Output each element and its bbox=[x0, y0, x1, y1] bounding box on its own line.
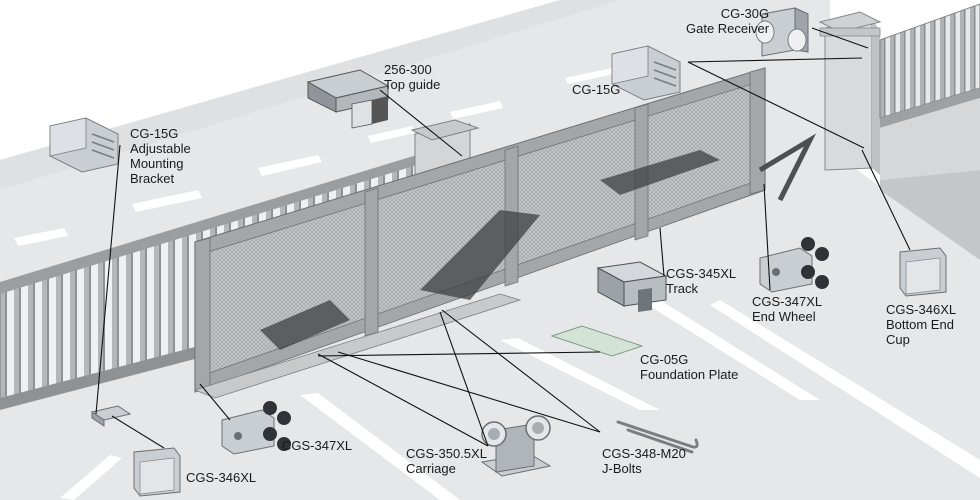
label-cg15g-top-code: CG-15G bbox=[572, 82, 621, 97]
bracket-installed-left bbox=[90, 405, 132, 427]
end-wheel-part-left bbox=[221, 401, 291, 455]
label-track: CGS-345XL Track bbox=[666, 266, 736, 296]
label-end-wheel-right-name: End Wheel bbox=[752, 309, 816, 324]
label-j-bolts: CGS-348-M20 J-Bolts bbox=[602, 446, 686, 476]
label-carriage: CGS-350.5XL Carriage bbox=[406, 446, 487, 476]
gate-receiver-part bbox=[755, 7, 809, 57]
label-end-wheel-right: CGS-347XL End Wheel bbox=[752, 294, 822, 324]
label-carriage-code: CGS-350.5XL bbox=[406, 446, 487, 461]
top-guide-part bbox=[306, 69, 390, 129]
label-top-guide: 256-300 Top guide bbox=[384, 62, 440, 92]
label-j-bolts-code: CGS-348-M20 bbox=[602, 446, 686, 461]
label-end-wheel-left-code: CGS-347XL bbox=[282, 438, 353, 453]
track-part bbox=[596, 261, 668, 312]
bracket-part-top bbox=[611, 45, 681, 101]
label-foundation-plate-name: Foundation Plate bbox=[640, 367, 739, 382]
label-track-name: Track bbox=[666, 281, 699, 296]
label-bottom-end-cup-right-name: Bottom End bbox=[886, 317, 954, 332]
leader-lines bbox=[95, 27, 911, 449]
lane-markings bbox=[14, 68, 980, 500]
label-end-wheel-left: CGS-347XL bbox=[282, 438, 352, 453]
carriage-part bbox=[480, 415, 552, 477]
label-j-bolts-name: J-Bolts bbox=[602, 461, 642, 476]
bottom-end-cup-part-left bbox=[133, 447, 181, 497]
label-bottom-end-cup-left: CGS-346XL bbox=[186, 470, 256, 485]
label-track-code: CGS-345XL bbox=[666, 266, 737, 281]
bracket-part-left bbox=[49, 117, 119, 173]
label-cg15g-top: CG-15G bbox=[572, 82, 620, 97]
ground-track bbox=[193, 293, 522, 399]
label-gate-receiver: CG-30G Gate Receiver bbox=[686, 6, 769, 36]
label-bottom-end-cup-right: CGS-346XL Bottom End Cup bbox=[886, 302, 956, 347]
label-cg15g-left-line4: Bracket bbox=[130, 171, 175, 186]
j-bolts-part bbox=[616, 420, 699, 454]
label-gate-receiver-name: Gate Receiver bbox=[686, 21, 770, 36]
label-cg15g-left-code: CG-15G bbox=[130, 126, 179, 141]
bottom-end-cup-part-right bbox=[899, 247, 947, 297]
sliding-gate bbox=[194, 67, 817, 393]
label-cg15g-left: CG-15G Adjustable Mounting Bracket bbox=[130, 126, 191, 186]
label-top-guide-name: Top guide bbox=[384, 77, 441, 92]
label-bottom-end-cup-right-line3: Cup bbox=[886, 332, 910, 347]
receiving-pillar bbox=[818, 11, 882, 175]
foundation-plate-part bbox=[550, 325, 644, 357]
label-foundation-plate: CG-05G Foundation Plate bbox=[640, 352, 738, 382]
label-bottom-end-cup-right-code: CGS-346XL bbox=[886, 302, 957, 317]
label-end-wheel-right-code: CGS-347XL bbox=[752, 294, 823, 309]
right-fence bbox=[879, 3, 980, 260]
label-cg15g-left-line3: Mounting bbox=[130, 156, 184, 171]
label-foundation-plate-code: CG-05G bbox=[640, 352, 689, 367]
end-wheel-part-right bbox=[759, 237, 829, 293]
label-gate-receiver-code: CG-30G bbox=[720, 6, 770, 21]
label-bottom-end-cup-left-code: CGS-346XL bbox=[186, 470, 257, 485]
label-carriage-name: Carriage bbox=[406, 461, 456, 476]
label-cg15g-left-line2: Adjustable bbox=[130, 141, 191, 156]
label-top-guide-code: 256-300 bbox=[384, 62, 432, 77]
